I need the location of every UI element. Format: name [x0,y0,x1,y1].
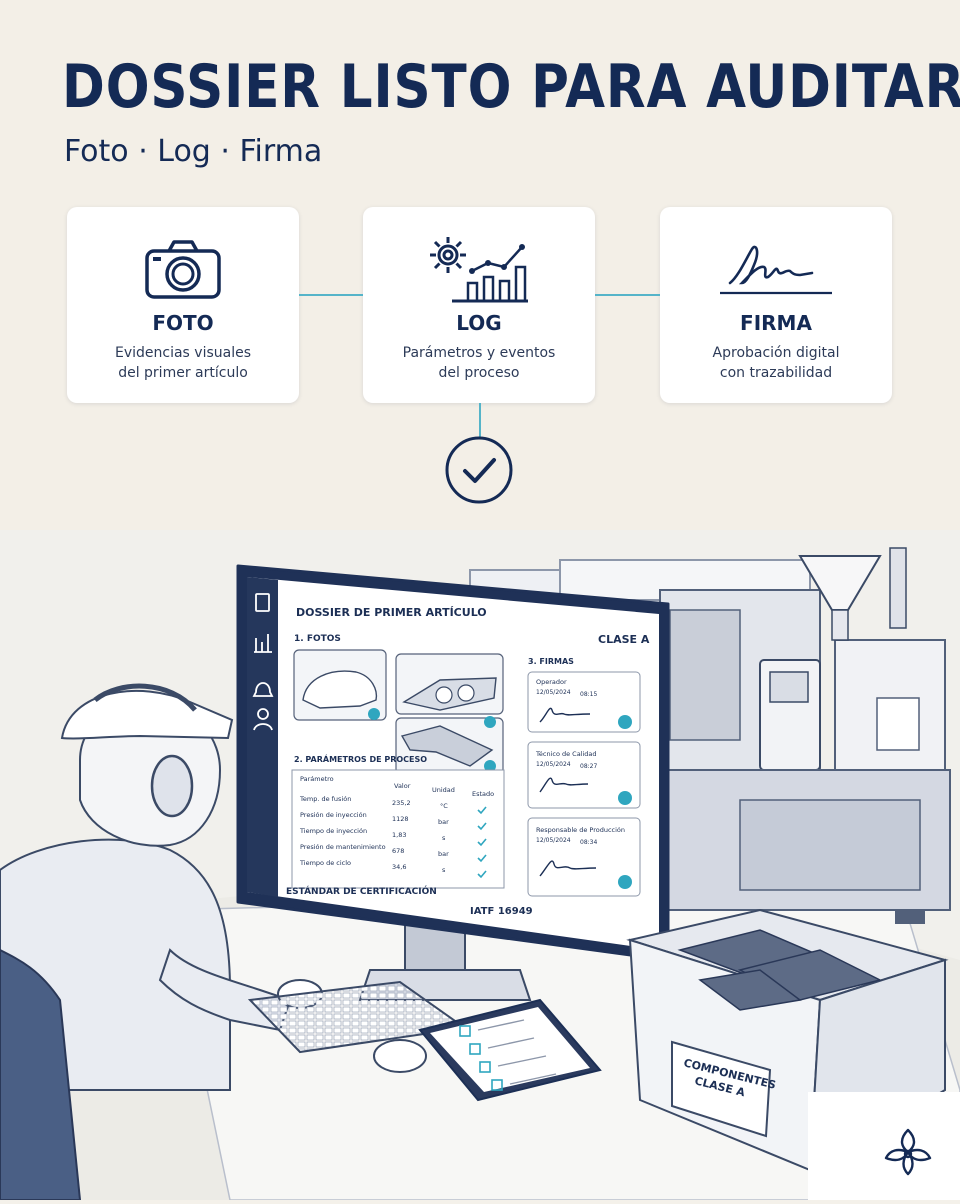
flower-logo-icon [884,1128,932,1176]
header-section: DOSSIER LISTO PARA AUDITAR Foto · Log · … [0,0,960,530]
card-desc-line: del primer artículo [118,365,248,381]
table-cell: 34,6 [392,863,406,871]
table-cell: Temp. de fusión [299,795,351,803]
card-description: Parámetros y eventos del proceso [383,343,575,383]
table-header: Parámetro [300,775,334,783]
card-desc-line: Evidencias visuales [114,345,252,361]
camera-icon [67,229,299,309]
table-cell: s [442,866,446,874]
signature-time: 08:15 [580,691,597,698]
table-cell: Presión de mantenimiento [300,843,386,851]
card-desc-line: Aprobación digital [712,345,840,361]
card-description: Evidencias visuales del primer artículo [87,343,279,383]
dossier-class: CLASE A [598,633,650,646]
dossier-title: DOSSIER DE PRIMER ARTÍCULO [296,606,487,619]
card-log: LOG Parámetros y eventos del proceso [363,207,595,403]
table-cell: bar [438,818,449,826]
table-header: Estado [472,790,494,798]
table-cell: bar [438,850,449,858]
table-cell: 235,2 [392,799,411,807]
card-title: LOG [456,311,502,335]
table-cell: 1128 [392,815,409,823]
card-title: FIRMA [740,311,812,335]
signature-date: 12/05/2024 [536,689,571,696]
table-header: Unidad [432,786,455,794]
signature-time: 08:27 [580,763,597,770]
parts-crate: COMPONENTES CLASE A [626,908,949,1172]
table-cell: Presión de inyección [300,811,367,819]
card-title: FOTO [152,311,214,335]
signatures-heading: 3. FIRMAS [528,657,574,666]
page-title: DOSSIER LISTO PARA AUDITAR [62,52,960,122]
photo-check-icons [368,708,496,772]
signature-role: Operador [536,678,567,686]
table-cell: 678 [392,847,404,855]
brand-logo [808,1092,960,1200]
signature-role: Responsable de Producción [536,826,625,834]
photos-heading: 1. FOTOS [294,634,341,644]
signature-scribbles [539,707,597,877]
card-desc-line: con trazabilidad [719,365,833,381]
monitor-sidebar [252,593,274,731]
table-cell: Tiempo de ciclo [299,859,351,867]
connector-line [299,294,363,296]
table-cell: 1,83 [392,831,406,839]
signature-date: 12/05/2024 [536,837,571,844]
dossier-screen: DOSSIER DE PRIMER ARTÍCULO CLASE A 1. FO… [286,606,650,917]
certification-label: ESTÁNDAR DE CERTIFICACIÓN [286,885,437,897]
signature-role: Técnico de Calidad [535,750,597,758]
table-header: Valor [394,782,411,790]
card-desc-line: del proceso [438,365,520,381]
checkmark-circle-icon [444,435,514,509]
scene-drawing: DOSSIER DE PRIMER ARTÍCULO CLASE A 1. FO… [0,547,960,1201]
connector-line [479,403,481,437]
card-desc-line: Parámetros y eventos [402,345,556,361]
workstation-illustration: DOSSIER DE PRIMER ARTÍCULO CLASE A 1. FO… [0,530,960,1201]
signature-check-icons [618,715,632,889]
params-heading: 2. PARÁMETROS DE PROCESO [294,753,427,764]
table-cell: °C [440,802,448,810]
signature-icon [660,229,892,309]
certification-value: IATF 16949 [470,906,533,917]
page-subtitle: Foto · Log · Firma [64,134,323,169]
card-description: Aprobación digital con trazabilidad [680,343,872,383]
table-cell: s [442,834,446,842]
gear-chart-icon [363,229,595,309]
signature-time: 08:34 [580,839,597,846]
card-firma: FIRMA Aprobación digital con trazabilida… [660,207,892,403]
table-cell: Tiempo de inyección [299,827,367,835]
status-check-icons [477,806,487,879]
card-foto: FOTO Evidencias visuales del primer artí… [67,207,299,403]
operator-figure [0,683,427,1201]
signature-date: 12/05/2024 [536,761,571,768]
connector-line [595,294,660,296]
tablet [418,998,602,1102]
